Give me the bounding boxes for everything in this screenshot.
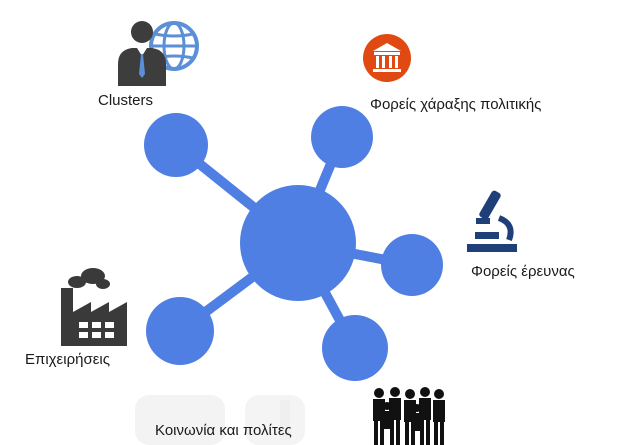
graph-nodes: [144, 106, 443, 381]
microscope-icon: [467, 190, 517, 252]
node-research: [381, 234, 443, 296]
node-hub: [240, 185, 356, 301]
label-business: Επιχειρήσεις: [25, 351, 110, 368]
factory-icon: [61, 268, 127, 346]
node-business: [146, 297, 214, 365]
label-clusters: Clusters: [98, 92, 154, 109]
label-policy: Φορείς χάραξης πολιτικής: [370, 96, 542, 113]
government-building-icon: [363, 34, 411, 82]
node-clusters: [144, 113, 208, 177]
node-policy: [311, 106, 373, 168]
label-society: Κοινωνία και πολίτες: [155, 422, 292, 439]
businessman-globe-icon: [118, 21, 199, 86]
people-crowd-icon: [373, 387, 445, 445]
label-research: Φορείς έρευνας: [471, 263, 575, 280]
node-society: [322, 315, 388, 381]
